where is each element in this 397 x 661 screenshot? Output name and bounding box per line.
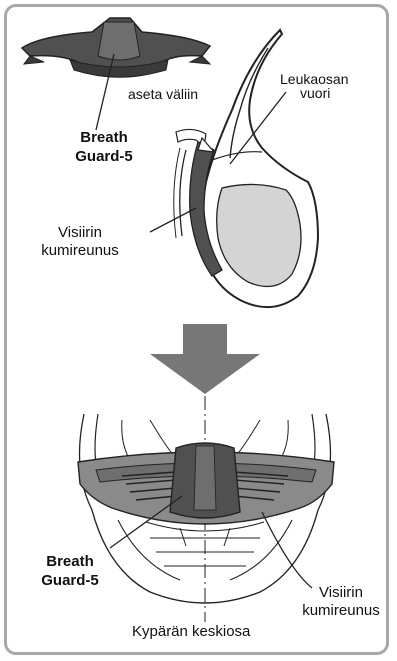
- visor-seal-label-bottom: Visiirin kumireunus: [296, 584, 386, 620]
- breath-guard-part-top: [22, 18, 210, 77]
- down-arrow-icon: [150, 324, 260, 394]
- visor-seal-label-bottom-line2: kumireunus: [296, 602, 386, 620]
- visor-seal-label-bottom-line1: Visiirin: [296, 584, 386, 602]
- visor-seal-label-top-line2: kumireunus: [30, 242, 130, 260]
- visor-seal-label-top: Visiirin kumireunus: [30, 224, 130, 260]
- place-between-label: aseta väliin: [128, 86, 198, 102]
- visor-seal-label-top-line1: Visiirin: [30, 224, 130, 242]
- product-label-top-line1: Breath: [54, 128, 154, 147]
- chin-lining-label-line1: Leukaosan: [280, 72, 349, 86]
- chin-lining-label: Leukaosan vuori: [280, 72, 349, 100]
- product-label-bottom-line2: Guard-5: [20, 571, 120, 590]
- product-label-top: Breath Guard-5: [54, 128, 154, 166]
- product-label-top-line2: Guard-5: [54, 147, 154, 166]
- leader-line-visor-seal-bottom: [262, 512, 312, 588]
- helmet-center-label: Kypärän keskiosa: [132, 624, 250, 640]
- product-label-bottom-line1: Breath: [20, 552, 120, 571]
- chin-lining-label-line2: vuori: [280, 86, 349, 100]
- leader-line-visor-seal-top: [150, 208, 196, 232]
- product-label-bottom: Breath Guard-5: [20, 552, 120, 590]
